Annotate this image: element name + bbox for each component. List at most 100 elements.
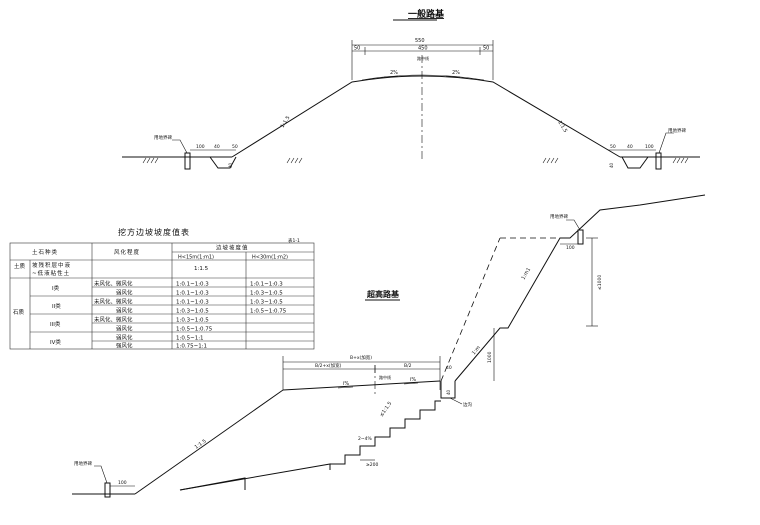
row-5-weathering: 弱风化 — [116, 325, 133, 333]
bottom-boundary-marker-right — [577, 229, 584, 245]
row-2-weathering: 未风化、微风化 — [94, 298, 133, 306]
row-6-h15: 1:0.5~1:1 — [176, 336, 204, 342]
top-boundary-right: 用地界碑 — [668, 127, 686, 134]
top-ditch-dim-d-r: 40 — [609, 162, 614, 168]
rock-group: 石质 — [13, 308, 25, 316]
row-7-h15: 1:0.75~1:1 — [176, 344, 207, 350]
top-ditch-dim-d: 40 — [228, 162, 233, 168]
row-2-h15: 1:0.1~1:0.3 — [176, 300, 209, 306]
top-ditch-dim-a-r: 100 — [645, 144, 654, 150]
bottom-bench-slope: ≤1:1.5 — [379, 401, 394, 418]
bottom-ditch-dim: 40 — [446, 389, 451, 395]
top-ditch-right — [621, 156, 649, 169]
row-1-h30: 1:0.3~1:0.5 — [250, 291, 283, 297]
top-ditch-dim-b: 40 — [214, 144, 220, 150]
top-ditch-dim-c: 50 — [232, 144, 238, 150]
top-ditch-dim-c-r: 50 — [610, 144, 616, 150]
table-note: 表1-1 — [288, 237, 300, 244]
row-4-weathering: 未风化、微风化 — [94, 316, 133, 324]
row-0-class: I类 — [52, 284, 60, 292]
row-4-class: III类 — [50, 320, 61, 328]
bottom-cut-slope-upper: 1:m1 — [521, 267, 533, 281]
top-slope-left: 1:1.5 — [280, 115, 292, 129]
bottom-center-label: 路中线 — [379, 374, 391, 380]
row-2-class: II类 — [52, 302, 61, 310]
dim-side-right: 50 — [483, 46, 489, 52]
bottom-section: 超高路基 B+x(加宽) B/2+x(加宽) B/2 40 路中线 i% i% … — [72, 194, 706, 498]
row-7-weathering: 强风化 — [116, 342, 133, 350]
bottom-cut-slope — [454, 194, 706, 382]
bottom-dim-left: B/2+x(加宽) — [315, 362, 342, 369]
bottom-cut-slope-lower: 1:m — [471, 345, 482, 356]
top-ditch-dim-b-r: 40 — [627, 144, 633, 150]
bottom-benches — [179, 400, 441, 491]
top-ditch-dim-a: 100 — [196, 144, 205, 150]
bottom-cut-slope-dashed — [440, 237, 501, 382]
soil-group: 土质 — [14, 262, 26, 270]
top-dimensions: 550 450 50 50 — [351, 38, 494, 80]
top-slope-right: 1:1.5 — [556, 120, 568, 134]
row-1-weathering: 弱风化 — [116, 289, 133, 297]
bottom-height-big: ≤1000 — [597, 275, 603, 290]
bottom-dim-shoulder: 40 — [446, 365, 452, 371]
dim-side-left: 50 — [354, 46, 360, 52]
th-h30: H<30m(1:m2) — [252, 255, 288, 261]
top-ground-hatch — [142, 157, 689, 164]
bottom-ditch-label: 边沟 — [463, 401, 472, 408]
row-1-h15: 1:0.1~1:0.3 — [176, 291, 209, 297]
table-rows: I类 未风化、微风化 1:0.1~1:0.3 1:0.1~1:0.3 弱风化 1… — [50, 280, 287, 350]
th-rock-type: 土石种类 — [32, 248, 58, 256]
top-boundary-marker-left — [184, 152, 191, 170]
row-6-weathering: 弱风化 — [116, 334, 133, 342]
row-0-h15: 1:0.1~1:0.3 — [176, 282, 209, 288]
bottom-dim-total: B+x(加宽) — [350, 354, 372, 361]
row-6-class: IV类 — [50, 338, 61, 346]
top-boundary-left: 用地界碑 — [154, 134, 172, 141]
bottom-bench-dim: 2~4% — [358, 436, 372, 442]
top-title: 一般路基 — [408, 8, 445, 20]
top-ditch-left — [209, 156, 237, 169]
top-embankment — [231, 75, 621, 158]
top-crossfall-left: 2% — [390, 70, 398, 76]
top-center-label: 路中线 — [417, 55, 429, 61]
table-title: 挖方边坡坡度值表 — [118, 227, 190, 237]
top-crossfall-right: 2% — [452, 70, 460, 76]
soil-value: 1:1.5 — [194, 266, 209, 272]
row-2-h30: 1:0.3~1:0.5 — [250, 300, 283, 306]
bottom-fill-slope-label: 1:1.5 — [194, 438, 208, 450]
slope-table: 挖方边坡坡度值表 表1-1 土石种类 风化程度 边坡坡度值 H<15m(1:m1… — [9, 227, 315, 350]
row-0-weathering: 未风化、微风化 — [94, 280, 133, 288]
top-pavement — [361, 74, 485, 81]
soil-desc-1: 坡残积层中液 — [32, 261, 71, 269]
soil-desc-2: ~低液粘性土 — [32, 269, 70, 277]
dim-total: 550 — [415, 38, 425, 44]
bottom-fill-slope — [134, 389, 284, 495]
bottom-road-surface — [282, 380, 441, 391]
th-weathering: 风化程度 — [114, 248, 140, 256]
bottom-dim-100-right: 100 — [566, 245, 575, 251]
row-3-h30: 1:0.5~1:0.75 — [250, 309, 287, 315]
row-0-h30: 1:0.1~1:0.3 — [250, 282, 283, 288]
bottom-dim-100-left: 100 — [118, 480, 127, 486]
bottom-height-small: 1000 — [487, 351, 493, 363]
row-3-h15: 1:0.3~1:0.5 — [176, 309, 209, 315]
row-5-h15: 1:0.5~1:0.75 — [176, 327, 213, 333]
bottom-boundary-marker-left — [104, 482, 111, 498]
top-section: 一般路基 550 450 50 50 路中线 2% 2% 1:1.5 1:1.5 — [122, 8, 700, 170]
bottom-bench-width: ≥200 — [366, 462, 378, 468]
top-boundary-marker-right — [655, 152, 662, 170]
row-4-h15: 1:0.3~1:0.5 — [176, 318, 209, 324]
row-3-weathering: 弱风化 — [116, 307, 133, 315]
bottom-title: 超高路基 — [366, 289, 400, 299]
bottom-crossfall-left: i% — [343, 381, 349, 387]
bottom-ditch — [440, 381, 456, 399]
bottom-boundary-left: 用地界碑 — [74, 460, 92, 467]
bottom-boundary-right: 用地界碑 — [550, 213, 568, 220]
th-h15: H<15m(1:m1) — [178, 255, 214, 261]
bottom-dimensions: B+x(加宽) B/2+x(加宽) B/2 40 — [282, 354, 452, 390]
th-slope-value: 边坡坡度值 — [216, 244, 249, 252]
bottom-crossfall-right: i% — [410, 377, 416, 383]
bottom-dim-right: B/2 — [404, 363, 412, 369]
dim-middle: 450 — [418, 46, 428, 52]
